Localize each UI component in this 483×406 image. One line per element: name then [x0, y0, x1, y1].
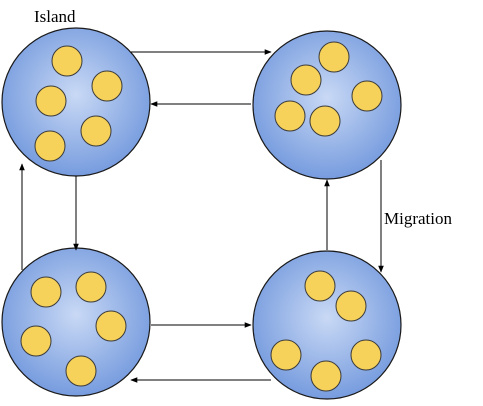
individual [91, 70, 123, 102]
island-top-right [252, 30, 402, 180]
individual [310, 360, 342, 392]
individual [304, 270, 336, 302]
migration-arrows [19, 49, 384, 383]
individuals-top-left [34, 45, 123, 162]
individuals-top-right [274, 41, 383, 137]
individual [65, 355, 97, 387]
individuals-bottom-right [270, 270, 382, 392]
individual [51, 45, 83, 77]
individual [95, 310, 127, 342]
individual [274, 100, 306, 132]
individual [75, 271, 107, 303]
individual [34, 130, 66, 162]
individual [290, 64, 322, 96]
individual [309, 105, 341, 137]
individual [350, 339, 382, 371]
individual [270, 339, 302, 371]
individual [351, 80, 383, 112]
migration-label: Migration [384, 209, 452, 228]
individual [335, 290, 367, 322]
individual [318, 41, 350, 73]
individuals-bottom-left [20, 271, 127, 387]
individual [20, 325, 52, 357]
island-label: Island [34, 7, 76, 26]
individual [35, 85, 67, 117]
individual [30, 276, 62, 308]
individual [80, 115, 112, 147]
